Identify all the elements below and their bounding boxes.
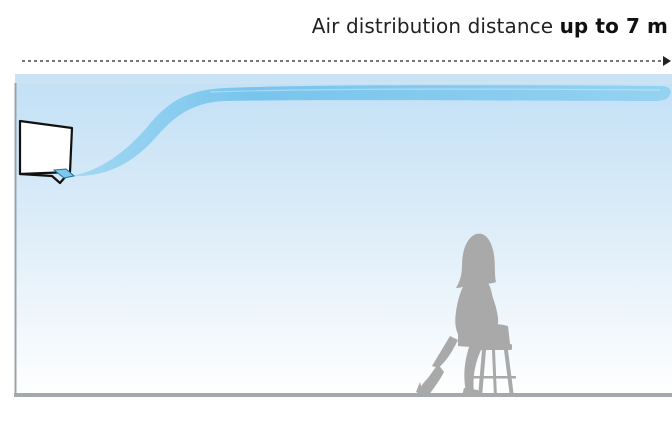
airflow-highlight [209,88,661,93]
dotted-arrow-right-icon [22,56,671,66]
wall-mounted-air-conditioner-icon [18,119,76,185]
ceiling-band [15,74,672,83]
distance-caption: Air distribution distance up to 7 m [312,14,668,38]
caption-emphasis: up to 7 m [559,14,668,38]
room-background [15,78,672,396]
seated-person-on-stool-silhouette-icon [416,233,516,397]
airflow-stream [70,85,671,177]
floor-line [14,393,672,397]
caption-text: Air distribution distance [311,14,560,38]
